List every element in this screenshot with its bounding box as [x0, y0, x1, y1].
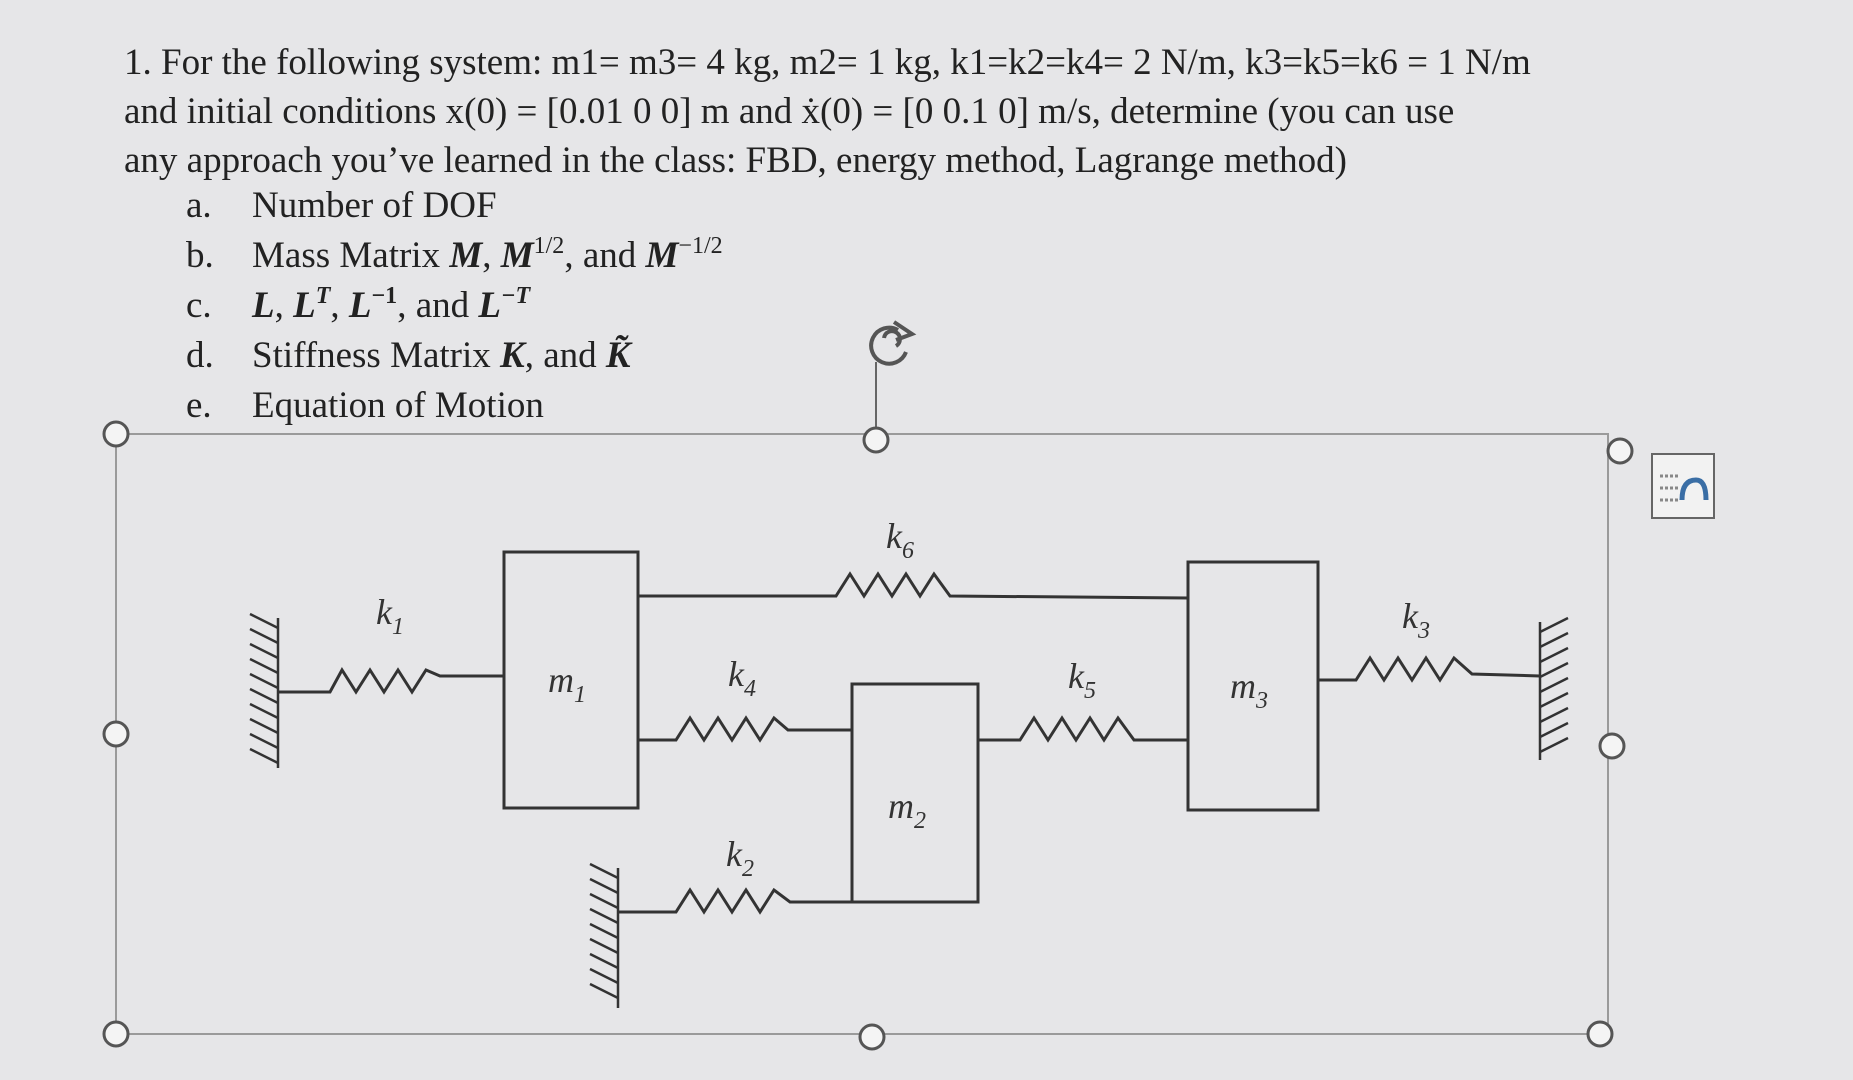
task-e: e.Equation of Motion — [186, 385, 544, 426]
resize-handle-top[interactable] — [862, 426, 890, 454]
task-a: a.Number of DOF — [186, 185, 497, 226]
problem-line-3: any approach you’ve learned in the class… — [124, 140, 1348, 181]
spring-k6 — [638, 571, 1189, 600]
spring-k5 — [978, 715, 1188, 743]
right-wall — [1538, 616, 1569, 760]
problem-line-1: 1. For the following system: m1= m3= 4 k… — [124, 42, 1531, 83]
label-k6: k6 — [886, 516, 914, 564]
left-wall — [249, 612, 280, 768]
task-b: b.Mass Matrix M, M1/2, and M−1/2 — [186, 233, 723, 276]
selection-frame — [115, 433, 1609, 1035]
label-k1: k1 — [376, 592, 404, 640]
mass-m1 — [502, 550, 640, 810]
task-d: d.Stiffness Matrix K, and K̃ — [186, 335, 631, 376]
label-m3: m3 — [1230, 666, 1268, 714]
mass-m2 — [850, 682, 980, 904]
rotate-handle-icon[interactable] — [869, 320, 917, 366]
spring-k2 — [618, 887, 852, 915]
label-m2: m2 — [888, 786, 926, 834]
resize-handle-top-right[interactable] — [1606, 437, 1634, 465]
task-c: c.L, LT, L−1, and L−T — [186, 283, 531, 326]
resize-handle-bottom-right[interactable] — [1586, 1020, 1614, 1048]
bottom-wall — [589, 862, 620, 1008]
resize-handle-top-left[interactable] — [102, 420, 130, 448]
label-k5: k5 — [1068, 656, 1096, 704]
resize-handle-bottom-left[interactable] — [102, 1020, 130, 1048]
label-k3: k3 — [1402, 596, 1430, 644]
problem-statement: 1. For the following system: m1= m3= 4 k… — [124, 38, 1764, 185]
label-k4: k4 — [728, 654, 756, 702]
resize-handle-right[interactable] — [1598, 732, 1626, 760]
spring-k3 — [1318, 655, 1541, 683]
mass-m3 — [1186, 560, 1320, 812]
resize-handle-bottom[interactable] — [858, 1023, 886, 1051]
problem-line-2: and initial conditions x(0) = [0.01 0 0]… — [124, 91, 1455, 132]
spring-k4 — [638, 715, 852, 743]
layout-options-icon[interactable] — [1651, 453, 1715, 519]
resize-handle-left[interactable] — [102, 720, 130, 748]
label-m1: m1 — [548, 660, 586, 708]
label-k2: k2 — [726, 834, 754, 882]
spring-k1 — [278, 667, 504, 695]
